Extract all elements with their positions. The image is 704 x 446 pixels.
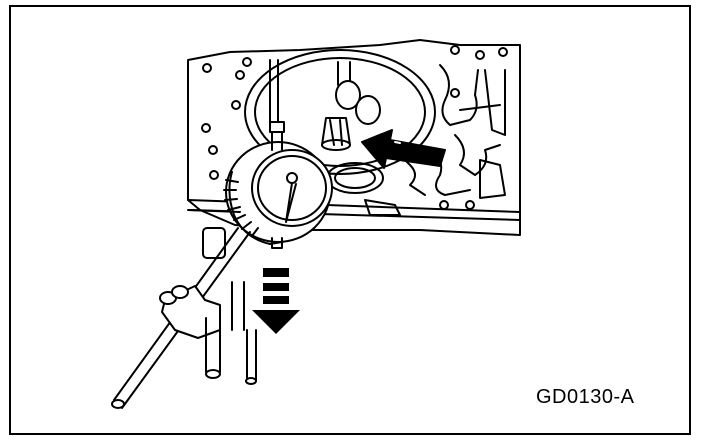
figure-id-label: GD0130-A [536,386,635,408]
bolt-head [321,61,381,151]
magnetic-stand-icon [111,209,257,409]
arrow-down-icon [252,268,300,334]
dial-indicator-icon [223,121,333,249]
arrow-left-icon [361,129,446,169]
